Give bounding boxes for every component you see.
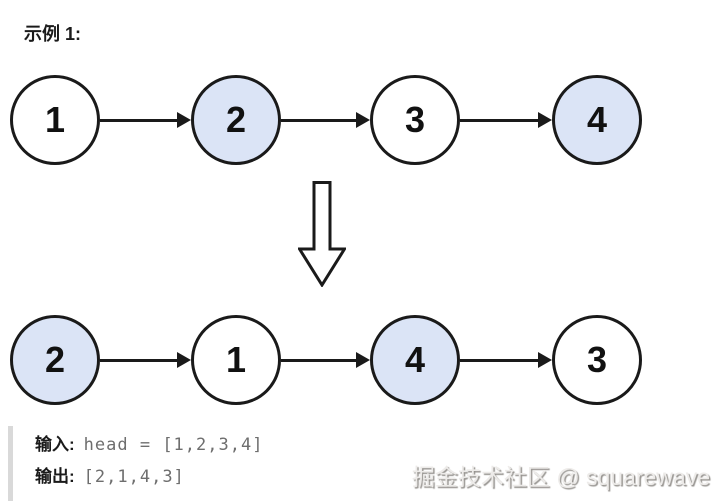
list-node: 4 [552,75,642,165]
input-label: 输入: [35,435,75,454]
arrow-line [460,358,542,362]
arrow-line [281,118,360,122]
arrow-head-icon [177,352,191,368]
output-line: 输出: [2,1,4,3] [35,461,263,493]
arrow-head-icon [538,112,552,128]
arrow-head-icon [177,112,191,128]
input-line: 输入: head = [1,2,3,4] [35,429,263,461]
arrow-line [100,358,181,362]
list-node: 3 [370,75,460,165]
link-arrow [281,352,370,368]
list-node: 2 [191,75,281,165]
list-node: 2 [10,315,100,405]
list-node: 1 [191,315,281,405]
output-value: [2,1,4,3] [83,467,185,487]
link-arrow [281,112,370,128]
example-title: 示例 1: [24,24,82,44]
link-arrow [460,352,552,368]
io-block: 输入: head = [1,2,3,4] 输出: [2,1,4,3] [8,426,264,501]
output-label: 输出: [35,467,75,486]
arrow-head-icon [356,112,370,128]
link-arrow [100,352,191,368]
list-node: 1 [10,75,100,165]
list-node: 4 [370,315,460,405]
arrow-head-icon [538,352,552,368]
arrow-line [281,358,360,362]
arrow-head-icon [356,352,370,368]
link-arrow [460,112,552,128]
arrow-line [100,118,181,122]
list-node: 3 [552,315,642,405]
link-arrow [100,112,191,128]
arrow-line [460,118,542,122]
input-value: head = [1,2,3,4] [83,435,264,455]
watermark: 掘金技术社区 @ squarewave [411,464,710,490]
down-arrow-icon [298,181,346,287]
